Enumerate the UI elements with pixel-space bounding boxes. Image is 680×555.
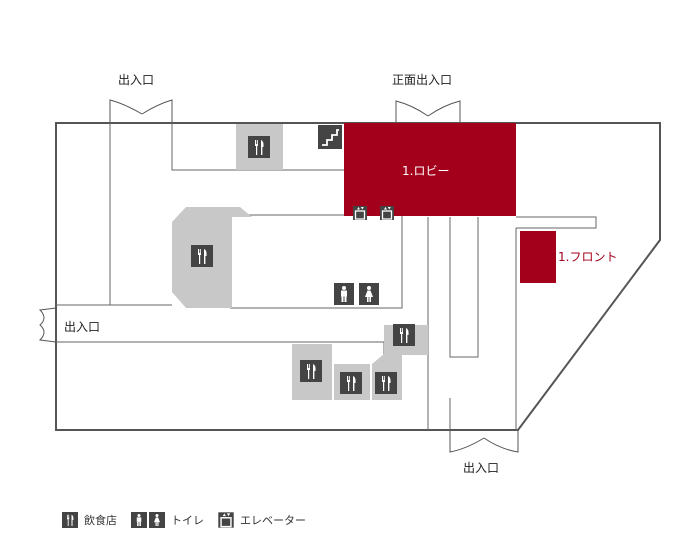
- legend-item-toilet: トイレ: [131, 512, 204, 528]
- elevator-icon: [218, 512, 234, 528]
- restaurant-icon: [248, 136, 270, 158]
- restaurant-icon: [393, 324, 415, 346]
- front-label: 1.フロント: [558, 250, 617, 264]
- stairs-icon: [318, 125, 342, 149]
- restaurant-icon: [340, 372, 362, 394]
- restaurant-icon: [191, 245, 213, 267]
- legend-item-restaurant: 飲食店: [62, 512, 117, 528]
- legend: 飲食店 トイレ エレベーター: [62, 510, 320, 530]
- elevator-icon: [379, 205, 395, 221]
- elevator-icon: [352, 205, 368, 221]
- female-toilet-icon: [359, 283, 379, 305]
- door-bottom: [449, 430, 519, 453]
- entrance-label-bottom: 出入口: [463, 461, 499, 475]
- door-left: [38, 307, 57, 343]
- entrance-label-left: 出入口: [64, 320, 100, 334]
- restaurant-icon: [375, 372, 397, 394]
- legend-label-elevator: エレベーター: [240, 514, 306, 527]
- male-toilet-icon: [334, 283, 354, 305]
- legend-item-elevator: エレベーター: [218, 512, 306, 528]
- restaurant-icon: [300, 360, 322, 382]
- entrance-label-top-left: 出入口: [118, 73, 154, 87]
- front-desk: [520, 231, 556, 283]
- building-outline: [55, 122, 661, 431]
- lobby: [344, 123, 516, 216]
- entrance-label-main: 正面出入口: [392, 73, 452, 87]
- lobby-label: 1.ロビー: [402, 164, 449, 178]
- toilet-icon: [131, 512, 165, 528]
- door-top-left: [109, 99, 173, 123]
- door-main: [395, 100, 461, 123]
- legend-label-toilet: トイレ: [171, 514, 204, 527]
- legend-label-restaurant: 飲食店: [84, 514, 117, 527]
- restaurant-icon: [62, 512, 78, 528]
